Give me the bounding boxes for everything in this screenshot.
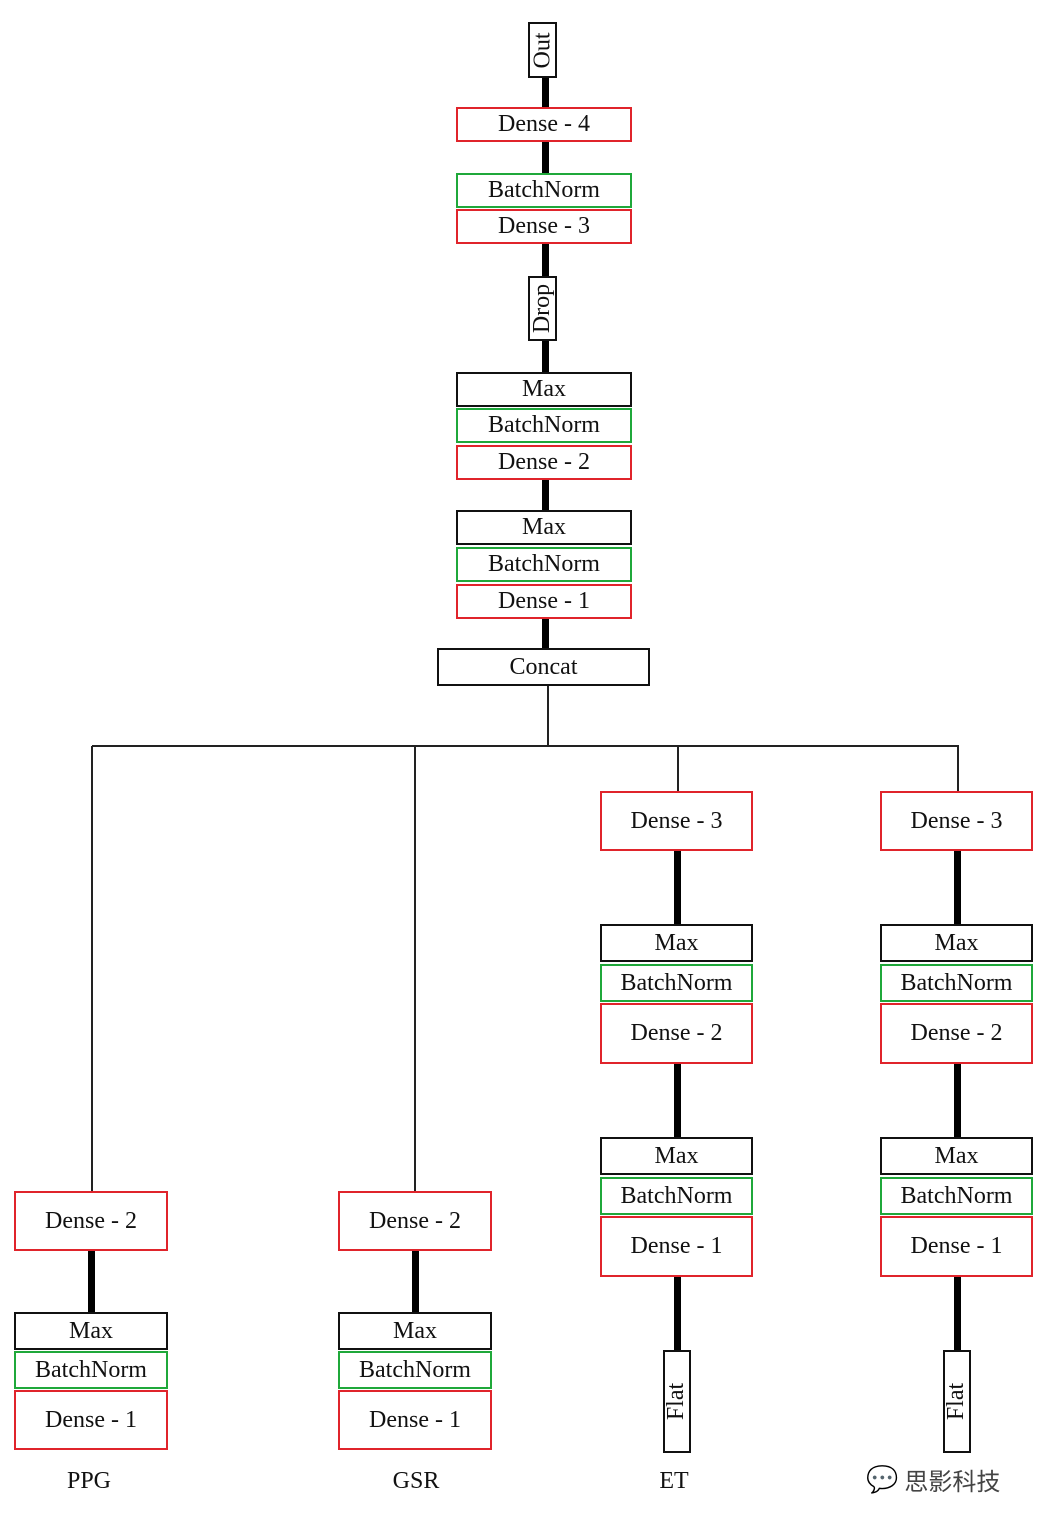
maxpool-layer: Max [880,924,1033,962]
maxpool-layer: Max [456,372,632,407]
branch-line [547,686,549,746]
dense-2-layer: Dense - 2 [456,445,632,480]
dense-2-layer-label: Dense - 2 [45,1207,137,1234]
maxpool-layer-label: Max [654,929,699,956]
branch-label: GSR [392,1468,440,1494]
watermark: 💬思影科技 [866,1462,1000,1497]
batchnorm-layer: BatchNorm [456,173,632,208]
out-layer: Out [528,22,557,78]
dense-2-layer: Dense - 2 [14,1191,168,1251]
maxpool-layer-label: Max [522,514,566,540]
connector [673,1064,681,1137]
maxpool-layer-label: Max [654,1142,699,1169]
branch-line [677,746,679,791]
batchnorm-layer: BatchNorm [880,1177,1033,1215]
wechat-icon: 💬 [866,1464,899,1495]
maxpool-layer-label: Max [934,929,979,956]
connector [542,244,549,276]
dense-1-layer-label: Dense - 1 [498,588,590,614]
dense-2-layer-label: Dense - 2 [630,1020,723,1046]
connector [88,1251,95,1312]
maxpool-layer: Max [456,510,632,545]
connector [673,1277,681,1350]
dense-2-layer-label: Dense - 2 [369,1207,461,1234]
batchnorm-layer: BatchNorm [14,1351,168,1389]
dense-3-layer: Dense - 3 [600,791,753,851]
dense-3-layer-label: Dense - 3 [910,807,1003,834]
watermark-text: 思影科技 [904,1468,1001,1496]
flatten-layer: Flat [662,1350,691,1453]
flatten-layer-label: Flat [663,1382,689,1421]
branch-line [91,746,93,1191]
dense-1-layer: Dense - 1 [14,1390,168,1450]
batchnorm-layer: BatchNorm [600,964,753,1002]
flatten-layer-label: Flat [943,1382,969,1421]
connector [542,480,549,510]
connector [412,1251,419,1312]
batchnorm-layer-label: BatchNorm [900,969,1013,996]
connector [542,142,549,173]
dense-2-layer: Dense - 2 [600,1003,753,1064]
connector [953,1064,961,1137]
batchnorm-layer-label: BatchNorm [35,1356,147,1383]
batchnorm-layer-label: BatchNorm [620,1182,733,1209]
dense-3-layer: Dense - 3 [880,791,1033,851]
dense-3-layer-label: Dense - 3 [630,807,723,834]
batchnorm-layer-label: BatchNorm [900,1182,1013,1209]
dense-2-layer: Dense - 2 [338,1191,492,1251]
dense-1-layer-label: Dense - 1 [45,1406,137,1433]
maxpool-layer-label: Max [522,376,566,402]
dropout-layer: Drop [528,276,557,341]
dropout-layer-label: Drop [529,283,556,334]
batchnorm-layer: BatchNorm [338,1351,492,1389]
batchnorm-layer: BatchNorm [456,547,632,582]
dense-1-layer: Dense - 1 [600,1216,753,1277]
dense-1-layer: Dense - 1 [456,584,632,619]
dense-4-layer-label: Dense - 4 [498,111,590,137]
maxpool-layer-label: Max [393,1317,437,1344]
connector [673,851,681,924]
dense-2-layer: Dense - 2 [880,1003,1033,1064]
branch-label: PPG [66,1468,112,1494]
maxpool-layer: Max [600,1137,753,1175]
dense-1-layer: Dense - 1 [338,1390,492,1450]
batchnorm-layer: BatchNorm [600,1177,753,1215]
maxpool-layer: Max [338,1312,492,1350]
branch-bus [92,745,959,747]
connector [542,341,549,372]
batchnorm-layer-label: BatchNorm [488,177,600,203]
dense-1-layer-label: Dense - 1 [369,1406,461,1433]
dense-1-layer-label: Dense - 1 [630,1233,723,1259]
branch-line [957,746,959,791]
dense-4-layer: Dense - 4 [456,107,632,142]
batchnorm-layer-label: BatchNorm [488,551,600,577]
batchnorm-layer-label: BatchNorm [620,969,733,996]
maxpool-layer-label: Max [69,1317,113,1344]
branch-label: ET [659,1468,689,1494]
maxpool-layer: Max [880,1137,1033,1175]
branch-line [414,746,416,1191]
connector [953,851,961,924]
batchnorm-layer: BatchNorm [880,964,1033,1002]
dense-2-layer-label: Dense - 2 [498,449,590,475]
dense-3-layer-label: Dense - 3 [498,213,590,239]
connector [542,78,549,107]
batchnorm-layer-label: BatchNorm [359,1356,471,1383]
concat-layer: Concat [437,648,650,686]
maxpool-layer: Max [600,924,753,962]
connector [542,619,549,648]
concat-layer-label: Concat [509,653,578,680]
dense-1-layer: Dense - 1 [880,1216,1033,1277]
connector [953,1277,961,1350]
dense-3-layer: Dense - 3 [456,209,632,244]
batchnorm-layer: BatchNorm [456,408,632,443]
out-layer-label: Out [529,32,555,68]
flatten-layer: Flat [942,1350,971,1453]
maxpool-layer: Max [14,1312,168,1350]
maxpool-layer-label: Max [934,1142,979,1169]
dense-1-layer-label: Dense - 1 [910,1233,1003,1259]
dense-2-layer-label: Dense - 2 [910,1020,1003,1046]
batchnorm-layer-label: BatchNorm [488,412,600,438]
